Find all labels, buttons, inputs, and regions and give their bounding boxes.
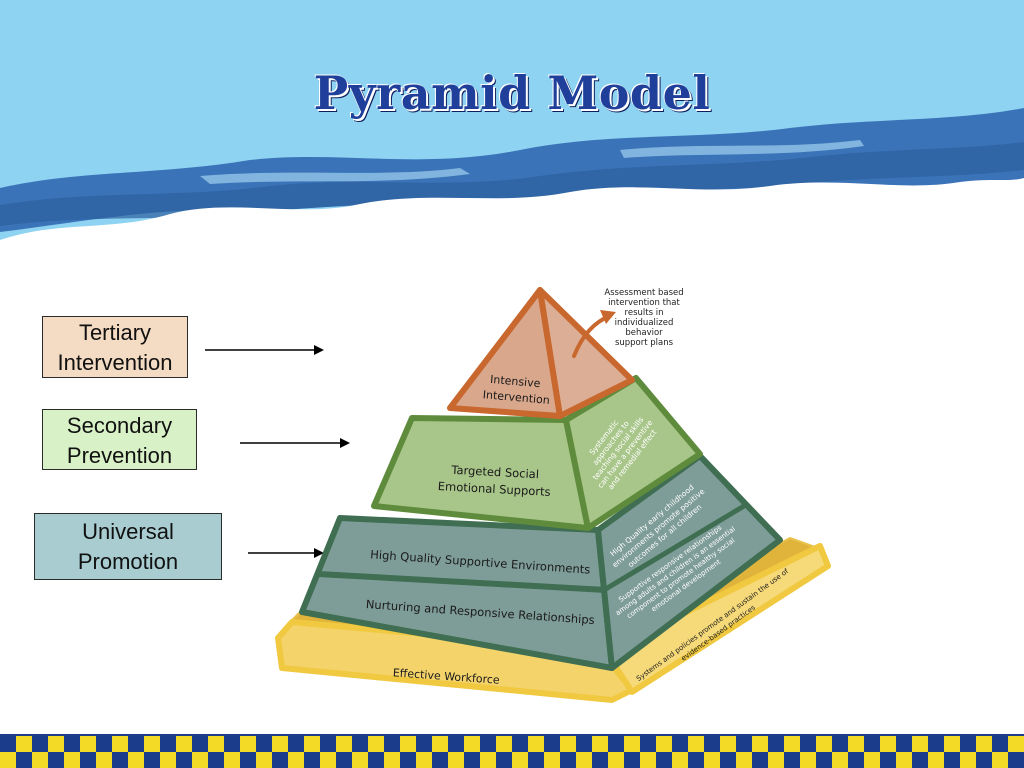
secondary-prevention-label: Secondary Prevention bbox=[42, 409, 197, 470]
top-note-arrowhead-icon bbox=[600, 310, 616, 324]
universal-arrow bbox=[248, 548, 324, 558]
targeted-supports-line: Targeted Social bbox=[450, 463, 539, 482]
top-note: Assessment based intervention that resul… bbox=[604, 288, 683, 348]
wave-light-streak-2 bbox=[620, 140, 864, 158]
secondary-arrow bbox=[240, 438, 350, 448]
checker-strip bbox=[0, 734, 1024, 768]
top-note-line: intervention that bbox=[608, 298, 680, 308]
top-front-text: Intensive Intervention bbox=[482, 373, 550, 407]
top-note-line: support plans bbox=[615, 338, 674, 348]
middle-front-text: Targeted Social Emotional Supports bbox=[437, 463, 550, 499]
wave-light-streak bbox=[200, 168, 470, 184]
top-note-line: behavior bbox=[625, 328, 663, 338]
intensive-intervention-line: Intervention bbox=[482, 388, 550, 407]
intensive-intervention-line: Intensive bbox=[490, 373, 542, 390]
middle-tier bbox=[371, 375, 703, 531]
base-tier bbox=[299, 453, 783, 671]
wave-white-edge bbox=[0, 178, 1024, 260]
targeted-supports-line: Emotional Supports bbox=[437, 479, 550, 499]
top-note-line: individualized bbox=[615, 318, 674, 328]
checker-strip-border bbox=[0, 734, 1024, 736]
tertiary-arrow bbox=[205, 345, 324, 355]
tertiary-intervention-label: Tertiary Intervention bbox=[42, 316, 188, 378]
slide-title: Pyramid Model bbox=[313, 66, 711, 120]
top-note-line: results in bbox=[625, 308, 664, 318]
wave-stroke-dark bbox=[0, 142, 1024, 226]
top-note-line: Assessment based bbox=[604, 288, 683, 298]
universal-promotion-label: Universal Promotion bbox=[34, 513, 222, 580]
